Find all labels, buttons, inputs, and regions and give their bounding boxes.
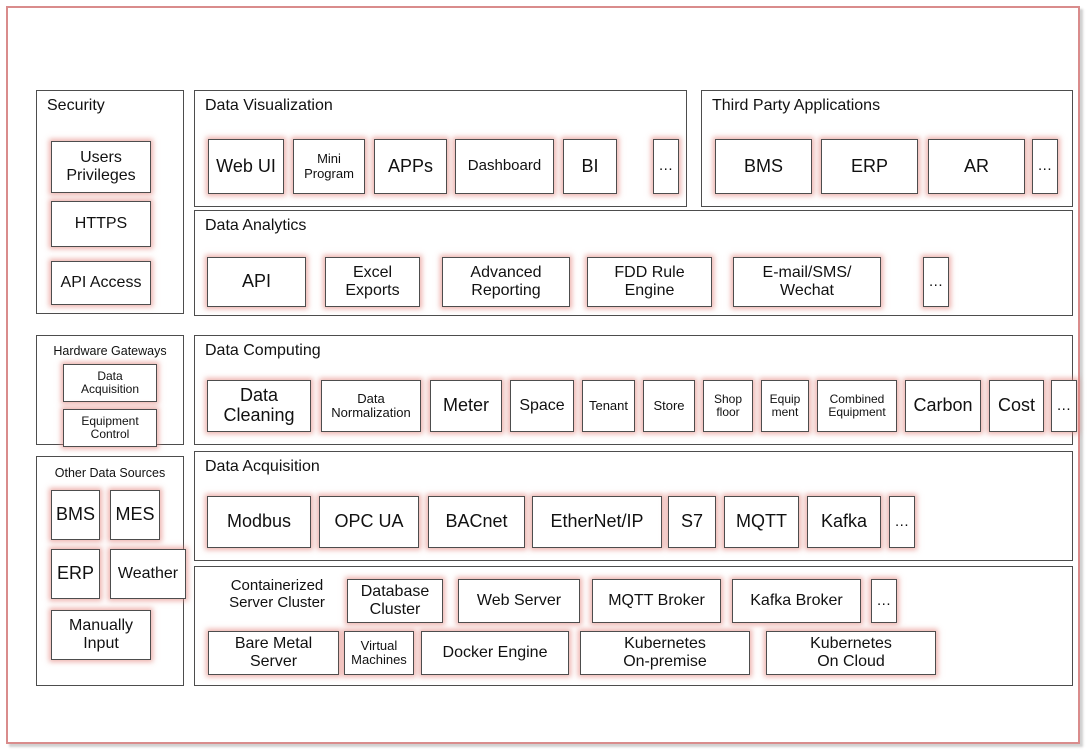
panel-data-acquisition-title: Data Acquisition <box>205 458 320 475</box>
box-tenant[interactable]: Tenant <box>582 380 635 432</box>
box-source-weather[interactable]: Weather <box>110 549 186 599</box>
panel-hardware-gateways: Hardware Gateways Data Acquisition Equip… <box>36 335 184 447</box>
box-https[interactable]: HTTPS <box>51 201 151 247</box>
box-excel-exports[interactable]: Excel Exports <box>325 257 420 307</box>
box-data-visualization-more[interactable]: ... <box>653 139 679 194</box>
box-opc-ua[interactable]: OPC UA <box>319 496 419 548</box>
box-data-normalization[interactable]: Data Normalization <box>321 380 421 432</box>
panel-data-visualization-title: Data Visualization <box>205 97 333 114</box>
box-cost[interactable]: Cost <box>989 380 1044 432</box>
panel-data-computing: Data Computing Data Cleaning Data Normal… <box>194 335 1077 445</box>
box-third-party-erp[interactable]: ERP <box>821 139 918 194</box>
panel-other-data-sources-title: Other Data Sources <box>54 466 166 480</box>
box-kafka[interactable]: Kafka <box>807 496 881 548</box>
box-web-ui[interactable]: Web UI <box>208 139 284 194</box>
box-equipment[interactable]: Equip ment <box>761 380 809 432</box>
box-space[interactable]: Space <box>510 380 574 432</box>
panel-data-acquisition: Data Acquisition Modbus OPC UA BACnet Et… <box>194 451 1073 561</box>
box-web-server[interactable]: Web Server <box>458 579 580 623</box>
box-manually-input[interactable]: Manually Input <box>51 610 151 660</box>
box-analytics-more[interactable]: ... <box>923 257 949 307</box>
box-mini-program[interactable]: Mini Program <box>293 139 365 194</box>
box-source-mes[interactable]: MES <box>110 490 160 540</box>
box-carbon[interactable]: Carbon <box>905 380 981 432</box>
box-docker-engine[interactable]: Docker Engine <box>421 631 569 675</box>
panel-third-party-applications-title: Third Party Applications <box>712 97 881 114</box>
box-kafka-broker[interactable]: Kafka Broker <box>732 579 861 623</box>
box-data-cleaning[interactable]: Data Cleaning <box>207 380 311 432</box>
box-data-acquisition-gateway[interactable]: Data Acquisition <box>63 364 157 402</box>
box-bi[interactable]: BI <box>563 139 617 194</box>
box-third-party-more[interactable]: ... <box>1032 139 1058 194</box>
panel-security: Security Users Privileges HTTPS API Acce… <box>36 90 184 314</box>
panel-data-analytics-title: Data Analytics <box>205 217 307 234</box>
box-kubernetes-on-cloud[interactable]: Kubernetes On Cloud <box>766 631 936 675</box>
box-fdd-rule-engine[interactable]: FDD Rule Engine <box>587 257 712 307</box>
box-analytics-api[interactable]: API <box>207 257 306 307</box>
panel-containerized-server-cluster-title: Containerized Server Cluster <box>229 577 325 612</box>
box-kubernetes-on-premise[interactable]: Kubernetes On-premise <box>580 631 750 675</box>
panel-containerized-server-cluster: Containerized Server Cluster Database Cl… <box>194 566 1073 686</box>
box-source-erp[interactable]: ERP <box>51 549 100 599</box>
box-third-party-bms[interactable]: BMS <box>715 139 812 194</box>
box-equipment-control[interactable]: Equipment Control <box>63 409 157 447</box>
box-mqtt[interactable]: MQTT <box>724 496 799 548</box>
panel-security-title: Security <box>47 97 105 114</box>
box-data-computing-more[interactable]: ... <box>1051 380 1077 432</box>
box-api-access[interactable]: API Access <box>51 261 151 305</box>
panel-third-party-applications: Third Party Applications BMS ERP AR ... <box>701 90 1073 207</box>
panel-other-data-sources: Other Data Sources BMS MES ERP Weather M… <box>36 456 186 686</box>
box-bare-metal-server[interactable]: Bare Metal Server <box>208 631 339 675</box>
box-s7[interactable]: S7 <box>668 496 716 548</box>
box-data-acquisition-more[interactable]: ... <box>889 496 915 548</box>
panel-data-computing-title: Data Computing <box>205 342 321 359</box>
box-modbus[interactable]: Modbus <box>207 496 311 548</box>
box-source-bms[interactable]: BMS <box>51 490 100 540</box>
box-ethernet-ip[interactable]: EtherNet/IP <box>532 496 662 548</box>
box-meter[interactable]: Meter <box>430 380 502 432</box>
panel-hardware-gateways-title: Hardware Gateways <box>53 344 167 358</box>
box-virtual-machines[interactable]: Virtual Machines <box>344 631 414 675</box>
box-store[interactable]: Store <box>643 380 695 432</box>
panel-data-analytics: Data Analytics API Excel Exports Advance… <box>194 210 1073 316</box>
box-third-party-ar[interactable]: AR <box>928 139 1025 194</box>
box-apps[interactable]: APPs <box>374 139 447 194</box>
box-email-sms-wechat[interactable]: E-mail/SMS/ Wechat <box>733 257 881 307</box>
box-shop-floor[interactable]: Shop floor <box>703 380 753 432</box>
diagram-frame: Security Users Privileges HTTPS API Acce… <box>6 6 1080 744</box>
box-advanced-reporting[interactable]: Advanced Reporting <box>442 257 570 307</box>
box-dashboard[interactable]: Dashboard <box>455 139 554 194</box>
box-containerized-more[interactable]: ... <box>871 579 897 623</box>
box-users-privileges[interactable]: Users Privileges <box>51 141 151 193</box>
panel-data-visualization: Data Visualization Web UI Mini Program A… <box>194 90 687 207</box>
box-database-cluster[interactable]: Database Cluster <box>347 579 443 623</box>
box-mqtt-broker[interactable]: MQTT Broker <box>592 579 721 623</box>
box-combined-equipment[interactable]: Combined Equipment <box>817 380 897 432</box>
box-bacnet[interactable]: BACnet <box>428 496 525 548</box>
